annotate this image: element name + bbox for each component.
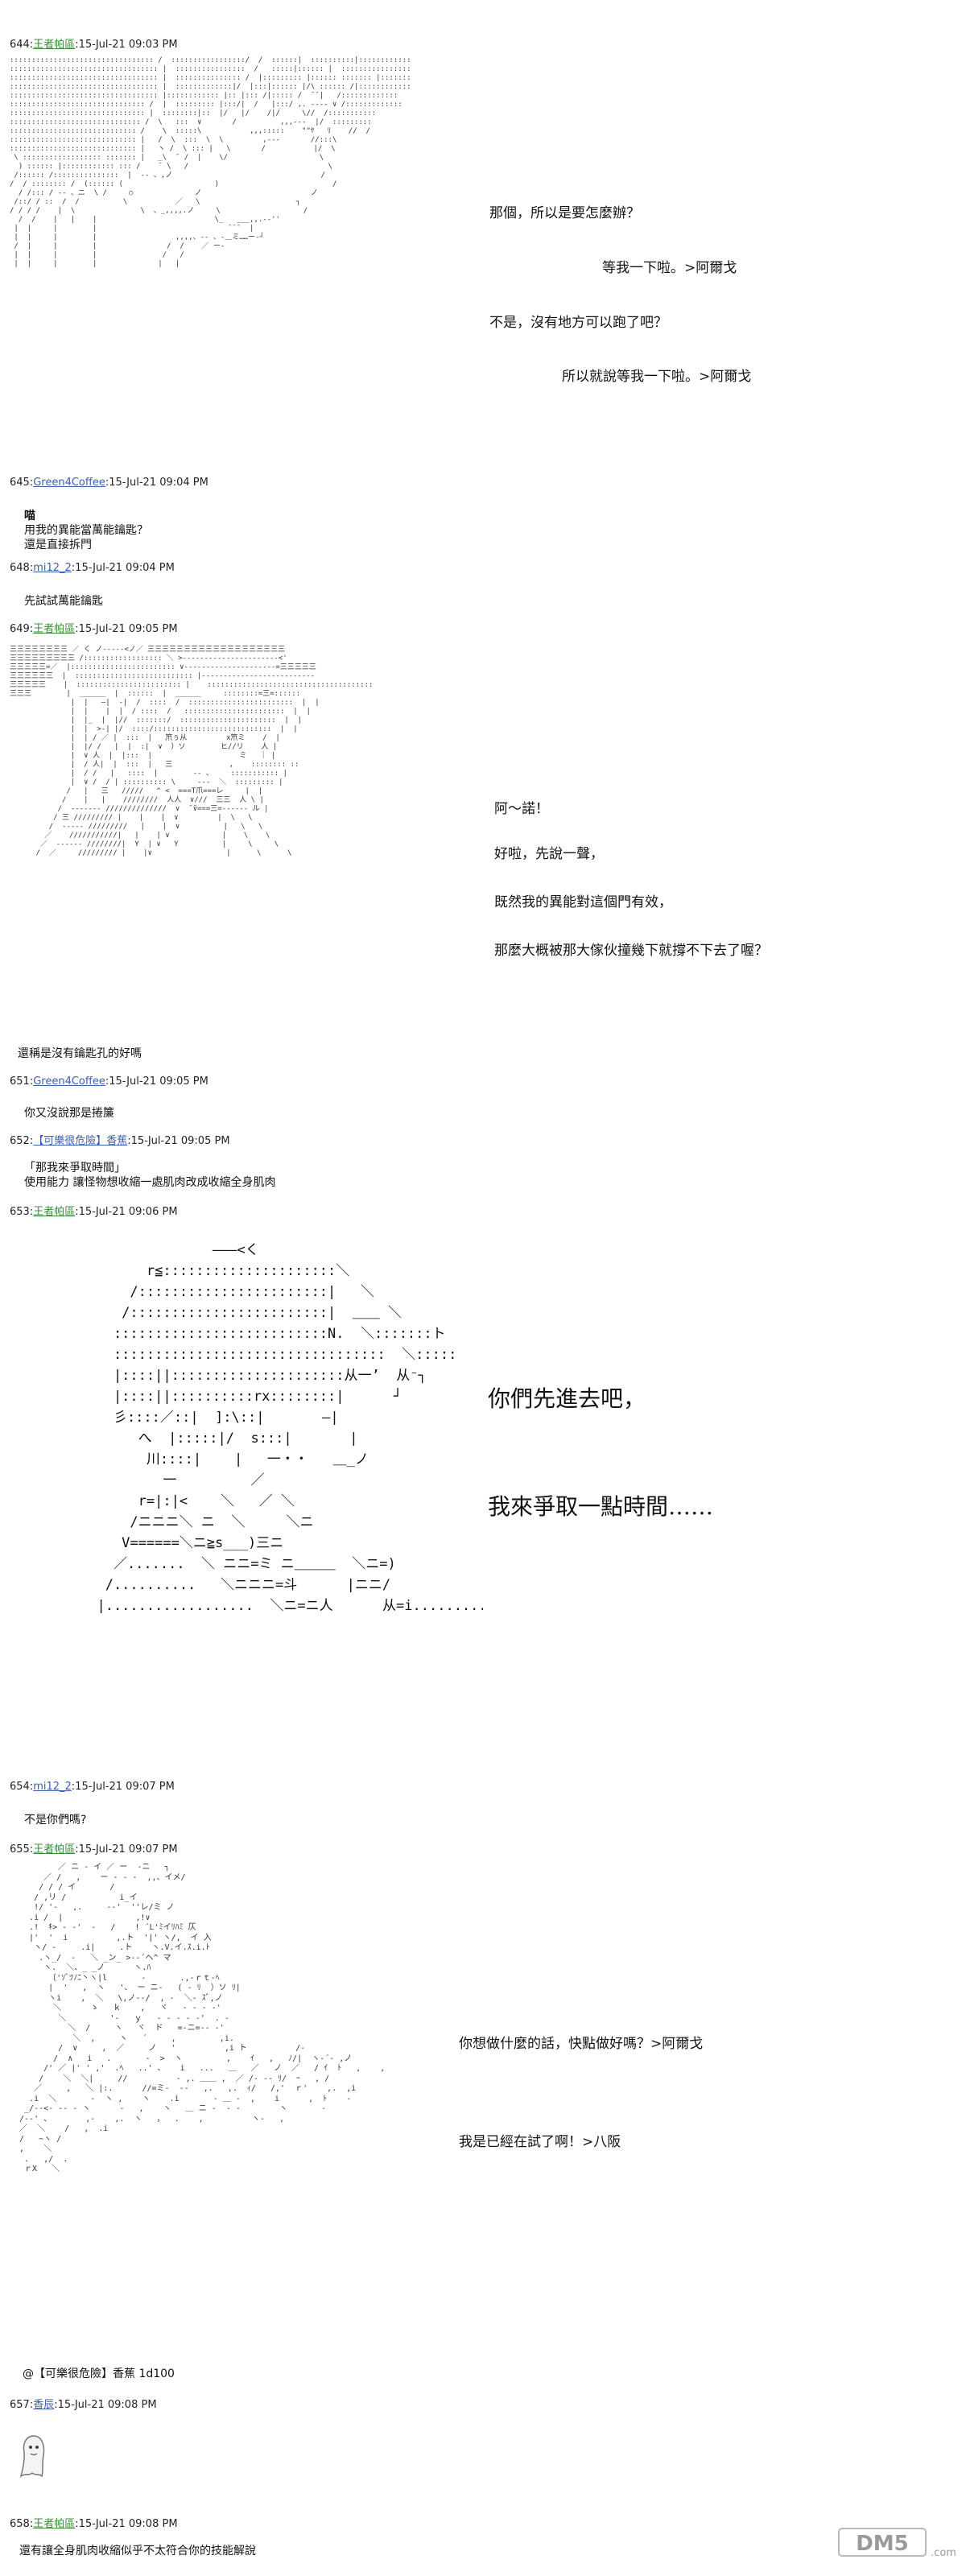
post-header-657: 657:香辰:15-Jul-21 09:08 PM <box>10 2396 157 2411</box>
post-number: 658: <box>10 2518 34 2530</box>
comment-text: @【可樂很危險】香蕉 1d100 <box>23 2368 175 2380</box>
dialogue-line: 所以就說等我一下啦。>阿爾戈 <box>562 369 752 385</box>
site-logo: DM5 .com <box>838 2528 956 2559</box>
post-date: :15-Jul-21 09:06 PM <box>75 1206 178 1218</box>
post-date: :15-Jul-21 09:05 PM <box>127 1135 230 1147</box>
post-header-645: 645:Green4Coffee:15-Jul-21 09:04 PM <box>10 477 208 489</box>
post-date: :15-Jul-21 09:04 PM <box>71 562 175 574</box>
dialogue-line: 那麼大概被那大傢伙撞幾下就撐不下去了喔？ <box>494 943 768 959</box>
comment-text: 還稱是沒有鑰匙孔的好嗎 <box>18 1047 142 1060</box>
comment-text: 先試試萬能鑰匙 <box>24 595 103 608</box>
poster-name-link[interactable]: 香辰 <box>33 2399 55 2411</box>
post-number: 645: <box>10 477 34 489</box>
poster-name-link[interactable]: 王者帕區 <box>33 39 76 51</box>
comment-text: 還有讓全身肌肉收縮似乎不太符合你的技能解說 <box>19 2545 256 2557</box>
dialogue-line: 等我一下啦。>阿爾戈 <box>602 260 737 276</box>
poster-name-link[interactable]: Green4Coffee <box>33 477 105 489</box>
ascii-art-655: ／ ニ ‐ イ ／ ー ‐ニ ┐ ／ / , ー ‐ ‐ ‐ ,,、イメ/ / … <box>19 1863 386 2174</box>
dialogue-line: 阿～諾！ <box>494 801 549 817</box>
post-date: :15-Jul-21 09:05 PM <box>75 623 178 635</box>
dialogue-line: 不是，沒有地方可以跑了吧？ <box>489 315 667 331</box>
ascii-art-653: ———<く r≦:::::::::::::::::::::＼ /::::::::… <box>97 1242 483 1614</box>
comment-text: 用我的異能當萬能鑰匙？ <box>24 524 148 537</box>
post-date: :15-Jul-21 09:08 PM <box>54 2399 157 2411</box>
comment-text: 「那我來爭取時間」 <box>24 1162 126 1174</box>
post-number: 657: <box>10 2399 34 2411</box>
post-header-649: 649:王者帕區:15-Jul-21 09:05 PM <box>10 620 178 635</box>
comment-text: 你又沒說那是捲簾 <box>24 1107 114 1120</box>
post-number: 649: <box>10 623 34 635</box>
post-header-651: 651:Green4Coffee:15-Jul-21 09:05 PM <box>10 1075 208 1088</box>
poster-name-link[interactable]: 王者帕區 <box>33 1206 76 1218</box>
post-date: :15-Jul-21 09:07 PM <box>75 1843 178 1856</box>
post-number: 652: <box>10 1135 34 1147</box>
post-number: 654: <box>10 1781 34 1793</box>
post-number: 644: <box>10 39 34 51</box>
poster-name-link[interactable]: 王者帕區 <box>33 623 76 635</box>
post-header-654: 654:mi12_2:15-Jul-21 09:07 PM <box>10 1781 175 1793</box>
post-header-658: 658:王者帕區:15-Jul-21 09:08 PM <box>10 2515 178 2530</box>
comment-text: 使用能力 讓怪物想收縮一處肌肉改成收縮全身肌肉 <box>24 1176 276 1189</box>
dialogue-line: 那個，所以是要怎麼辦？ <box>489 205 640 221</box>
post-header-652: 652:【可樂很危險】香蕉:15-Jul-21 09:05 PM <box>10 1132 230 1147</box>
post-header-648: 648:mi12_2:15-Jul-21 09:04 PM <box>10 562 175 574</box>
site-logo-sub: .com <box>931 2547 956 2559</box>
dialogue-line: 我是已經在試了啊！>八阪 <box>459 2134 621 2150</box>
poster-name-link[interactable]: 王者帕區 <box>33 2518 76 2530</box>
poster-name-link[interactable]: mi12_2 <box>33 562 72 574</box>
post-header-655: 655:王者帕區:15-Jul-21 09:07 PM <box>10 1840 178 1856</box>
poster-name-link[interactable]: Green4Coffee <box>33 1075 105 1088</box>
poster-name-link[interactable]: mi12_2 <box>33 1781 72 1793</box>
poster-name-link[interactable]: 【可樂很危險】香蕉 <box>33 1135 128 1147</box>
post-number: 653: <box>10 1206 34 1218</box>
comment-text: 喵 <box>24 510 35 522</box>
ascii-art-644: ::::::::::::::::::::::::::::::::: / ::::… <box>10 56 412 268</box>
dialogue-line: 你們先進去吧， <box>488 1385 646 1412</box>
dialogue-line: 既然我的異能對這個門有效， <box>494 894 672 910</box>
dialogue-line: 你想做什麼的話，快點做好嗎？>阿爾戈 <box>459 2036 704 2052</box>
dialogue-line: 好啦，先說一聲， <box>494 846 604 862</box>
post-date: :15-Jul-21 09:03 PM <box>75 39 178 51</box>
post-date: :15-Jul-21 09:08 PM <box>75 2518 178 2530</box>
post-header-653: 653:王者帕區:15-Jul-21 09:06 PM <box>10 1203 178 1218</box>
dialogue-line: 我來爭取一點時間…… <box>488 1493 714 1520</box>
site-logo-text: DM5 <box>856 2532 909 2556</box>
post-number: 655: <box>10 1843 34 1856</box>
post-date: :15-Jul-21 09:05 PM <box>105 1075 208 1088</box>
post-number: 651: <box>10 1075 34 1088</box>
poster-name-link[interactable]: 王者帕區 <box>33 1843 76 1856</box>
ghost-avatar-icon <box>19 2435 45 2478</box>
comment-text: 還是直接拆門 <box>24 539 92 551</box>
post-date: :15-Jul-21 09:04 PM <box>105 477 208 489</box>
post-number: 648: <box>10 562 34 574</box>
comment-text: 不是你們嗎? <box>24 1814 87 1827</box>
post-header-644: 644:王者帕區:15-Jul-21 09:03 PM <box>10 35 178 51</box>
post-date: :15-Jul-21 09:07 PM <box>71 1781 175 1793</box>
ascii-art-649: 三三三三三三三三 ／ く ノ‐‐‐‐‐<ノ／ 三三三三三三三三三三三三三三三三三… <box>10 646 374 857</box>
